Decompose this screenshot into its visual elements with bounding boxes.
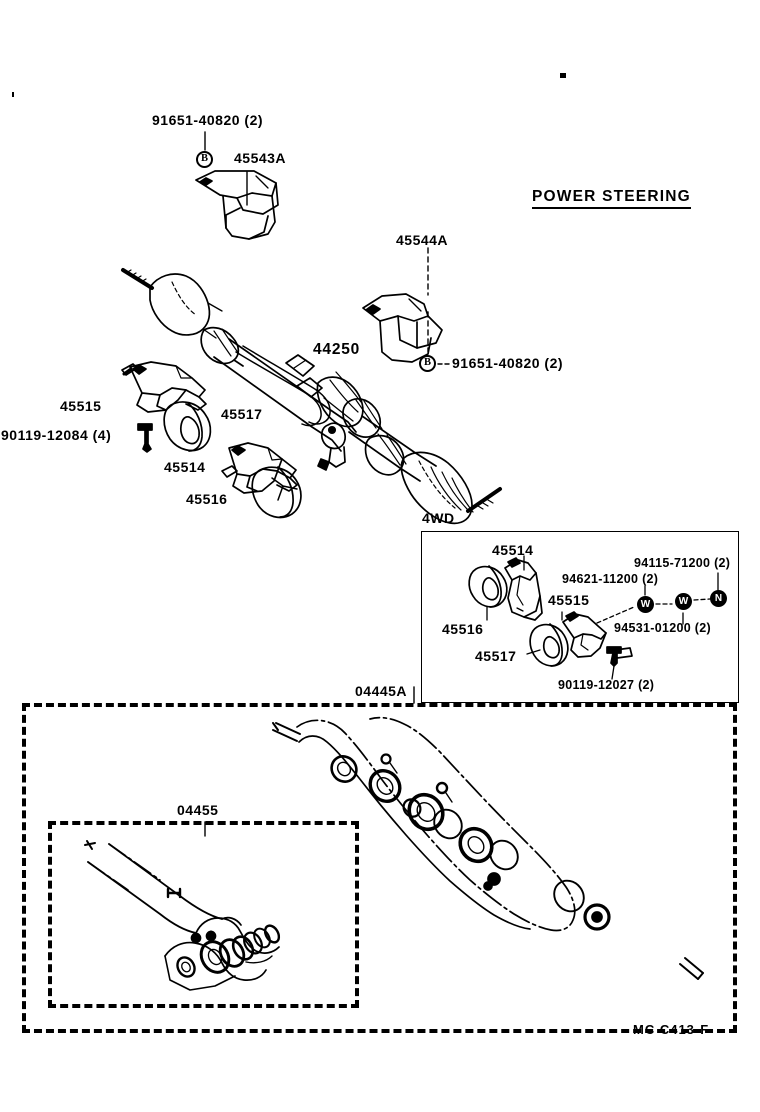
callout-04455: 04455 (177, 802, 219, 818)
inset-4wd-box (421, 531, 739, 703)
bolt-icon: B (196, 151, 213, 168)
callout-91651-40820-left: 91651-40820 (2) (152, 112, 264, 128)
bolt-icon: B (419, 355, 436, 372)
inset-callout-94531-01200: 94531-01200 (2) (614, 621, 711, 635)
callout-45543A: 45543A (234, 150, 287, 166)
callout-04445A: 04445A (355, 683, 408, 699)
callout-45516: 45516 (186, 491, 228, 507)
inset-callout-45515: 45515 (548, 592, 590, 608)
page-title: POWER STEERING (532, 188, 691, 209)
inset-callout-45517: 45517 (475, 648, 517, 664)
inset-callout-90119-12027: 90119-12027 (2) (558, 678, 655, 692)
callout-45544A: 45544A (396, 232, 449, 248)
callout-45514: 45514 (164, 459, 206, 475)
nut-icon: N (710, 590, 727, 607)
inset-callout-94621-11200: 94621-11200 (2) (562, 572, 659, 586)
washer-icon: W (675, 593, 692, 610)
washer-icon: W (637, 596, 654, 613)
footer-code: MC C413-F (633, 1022, 710, 1037)
callout-44250: 44250 (313, 341, 361, 358)
inset-callout-94115-71200: 94115-71200 (2) (634, 556, 731, 570)
kit-04445A-box (22, 703, 737, 1033)
callout-90119-12084: 90119-12084 (4) (1, 427, 112, 443)
scan-speck-right (560, 73, 566, 78)
callout-91651-40820-right: 91651-40820 (2) (452, 355, 564, 371)
kit-04455-box (48, 821, 359, 1008)
scan-speck-left (12, 92, 14, 97)
inset-callout-45514: 45514 (492, 542, 534, 558)
callout-45517: 45517 (221, 406, 263, 422)
callout-45515: 45515 (60, 398, 102, 414)
inset-callout-45516: 45516 (442, 621, 484, 637)
inset-4wd-label: 4WD (422, 510, 455, 526)
